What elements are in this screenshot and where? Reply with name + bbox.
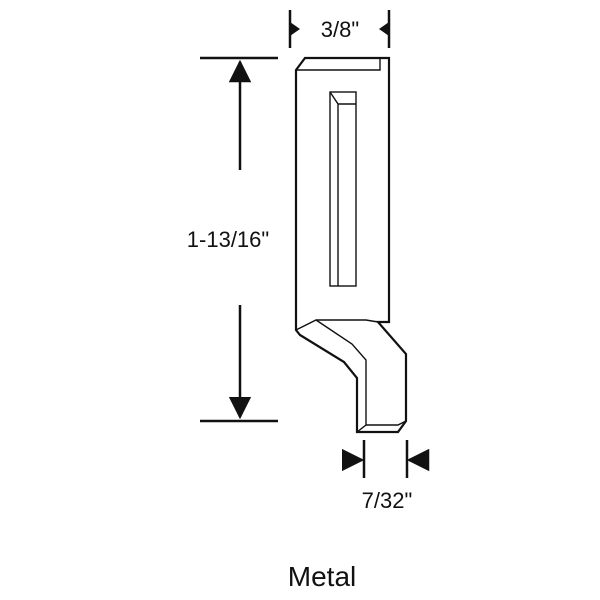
part-front-edge <box>315 319 367 433</box>
height-label: 1-13/16" <box>187 227 269 252</box>
top-arrow-left <box>290 22 300 36</box>
part-top-edge <box>296 58 381 71</box>
part-shoulder-edge <box>295 319 379 331</box>
top-arrow-right <box>379 22 389 36</box>
bottom-width-dimension: 7/32" <box>341 440 430 513</box>
part-bottom-edge <box>366 420 407 426</box>
top-width-dimension: 3/8" <box>288 10 391 48</box>
metal-clip-drawing <box>294 56 408 434</box>
part-outline <box>294 56 408 434</box>
height-dimension: 1-13/16" <box>187 56 278 423</box>
bottom-width-label: 7/32" <box>362 488 413 513</box>
material-caption: Metal <box>288 561 356 592</box>
top-width-label: 3/8" <box>321 17 359 42</box>
slot-bevel <box>329 91 356 286</box>
slot-outline <box>329 91 357 287</box>
